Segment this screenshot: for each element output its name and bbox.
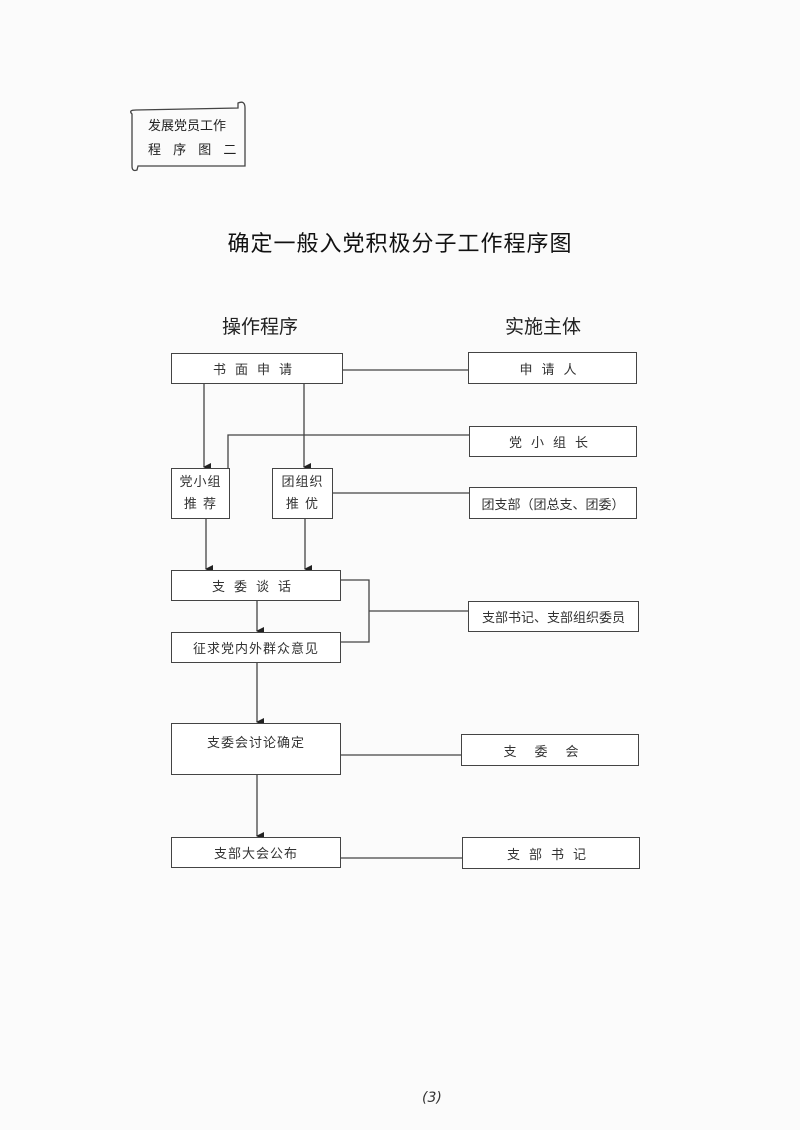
party-group-recommend-line1: 党小组	[179, 474, 222, 490]
step-solicit-opinions: 征求党内外群众意见	[171, 632, 341, 663]
step-written-application: 书面申请	[171, 353, 343, 384]
page-number: (3)	[422, 1090, 442, 1106]
actor-secretaries: 支部书记、支部组织委员	[468, 601, 639, 632]
step-branch-announce: 支部大会公布	[171, 837, 341, 868]
youth-league-recommend-line2: 推 优	[285, 496, 320, 512]
step-youth-league-recommend: 团组织 推 优	[272, 468, 333, 519]
banner-line1: 发展党员工作	[148, 119, 227, 134]
actor-applicant: 申请人	[468, 352, 637, 384]
actor-branch-committee: 支委会	[461, 734, 639, 766]
step-committee-decide: 支委会讨论确定	[171, 723, 341, 775]
banner-line2: 程 序 图 二	[148, 143, 241, 158]
step-party-group-recommend: 党小组 推 荐	[171, 468, 230, 519]
party-group-recommend-line2: 推 荐	[183, 496, 218, 512]
actor-branch-secretary: 支部书记	[462, 837, 640, 869]
program-banner: 发展党员工作 程 序 图 二	[148, 115, 240, 163]
actor-party-group-leader: 党小组长	[469, 426, 637, 457]
banner-scroll	[130, 101, 246, 172]
step-committee-talk: 支委谈话	[171, 570, 341, 601]
page-title: 确定一般入党积极分子工作程序图	[227, 232, 573, 257]
actor-youth-league-branch: 团支部（团总支、团委）	[469, 487, 637, 519]
procedure-header: 操作程序	[222, 316, 299, 338]
actor-header: 实施主体	[505, 316, 582, 338]
youth-league-recommend-line1: 团组织	[281, 474, 324, 490]
